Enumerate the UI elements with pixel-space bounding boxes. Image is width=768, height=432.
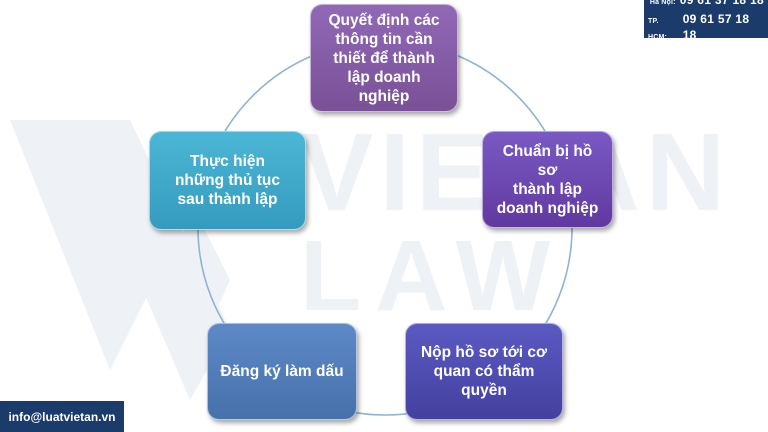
step-3-submit-dossier: Nộp hồ sơ tới cơ quan có thẩm quyền (405, 323, 563, 420)
step-2-label: Chuẩn bị hồ sơ thành lập doanh nghiệp (496, 142, 599, 217)
step-4-label: Đăng ký làm dấu (220, 363, 344, 380)
contact-row-hanoi: Hà Nội: 09 61 37 18 18 (648, 0, 764, 11)
watermark-word-2: LAW (300, 220, 564, 332)
contact-box: Hà Nội: 09 61 37 18 18 TP. HCM: 09 61 57… (644, 0, 768, 42)
email-box[interactable]: info@luatvietan.vn (0, 401, 124, 432)
hcm-phone[interactable]: 09 61 57 18 18 (682, 12, 750, 42)
logo-stroke-1 (10, 120, 150, 370)
hcm-label: TP. HCM: (648, 18, 668, 41)
step-3-label: Nộp hồ sơ tới cơ quan có thẩm quyền (420, 344, 548, 399)
step-1-decide-information: Quyết định các thông tin cần thiết để th… (310, 4, 458, 112)
step-5-label: Thực hiện những thủ tục sau thành lập (174, 153, 281, 208)
logo-stroke-3 (150, 210, 230, 370)
step-1-label: Quyết định các thông tin cần thiết để th… (328, 11, 440, 105)
step-2-prepare-dossier: Chuẩn bị hồ sơ thành lập doanh nghiệp (482, 131, 613, 228)
email-link[interactable]: info@luatvietan.vn (8, 409, 116, 424)
step-5-post-establishment: Thực hiện những thủ tục sau thành lập (149, 131, 306, 230)
hanoi-phone[interactable]: 09 61 37 18 18 (679, 0, 764, 7)
step-4-register-seal: Đăng ký làm dấu (207, 323, 357, 420)
hanoi-label: Hà Nội: (649, 0, 676, 6)
contact-row-hcm: TP. HCM: 09 61 57 18 18 (648, 11, 764, 46)
